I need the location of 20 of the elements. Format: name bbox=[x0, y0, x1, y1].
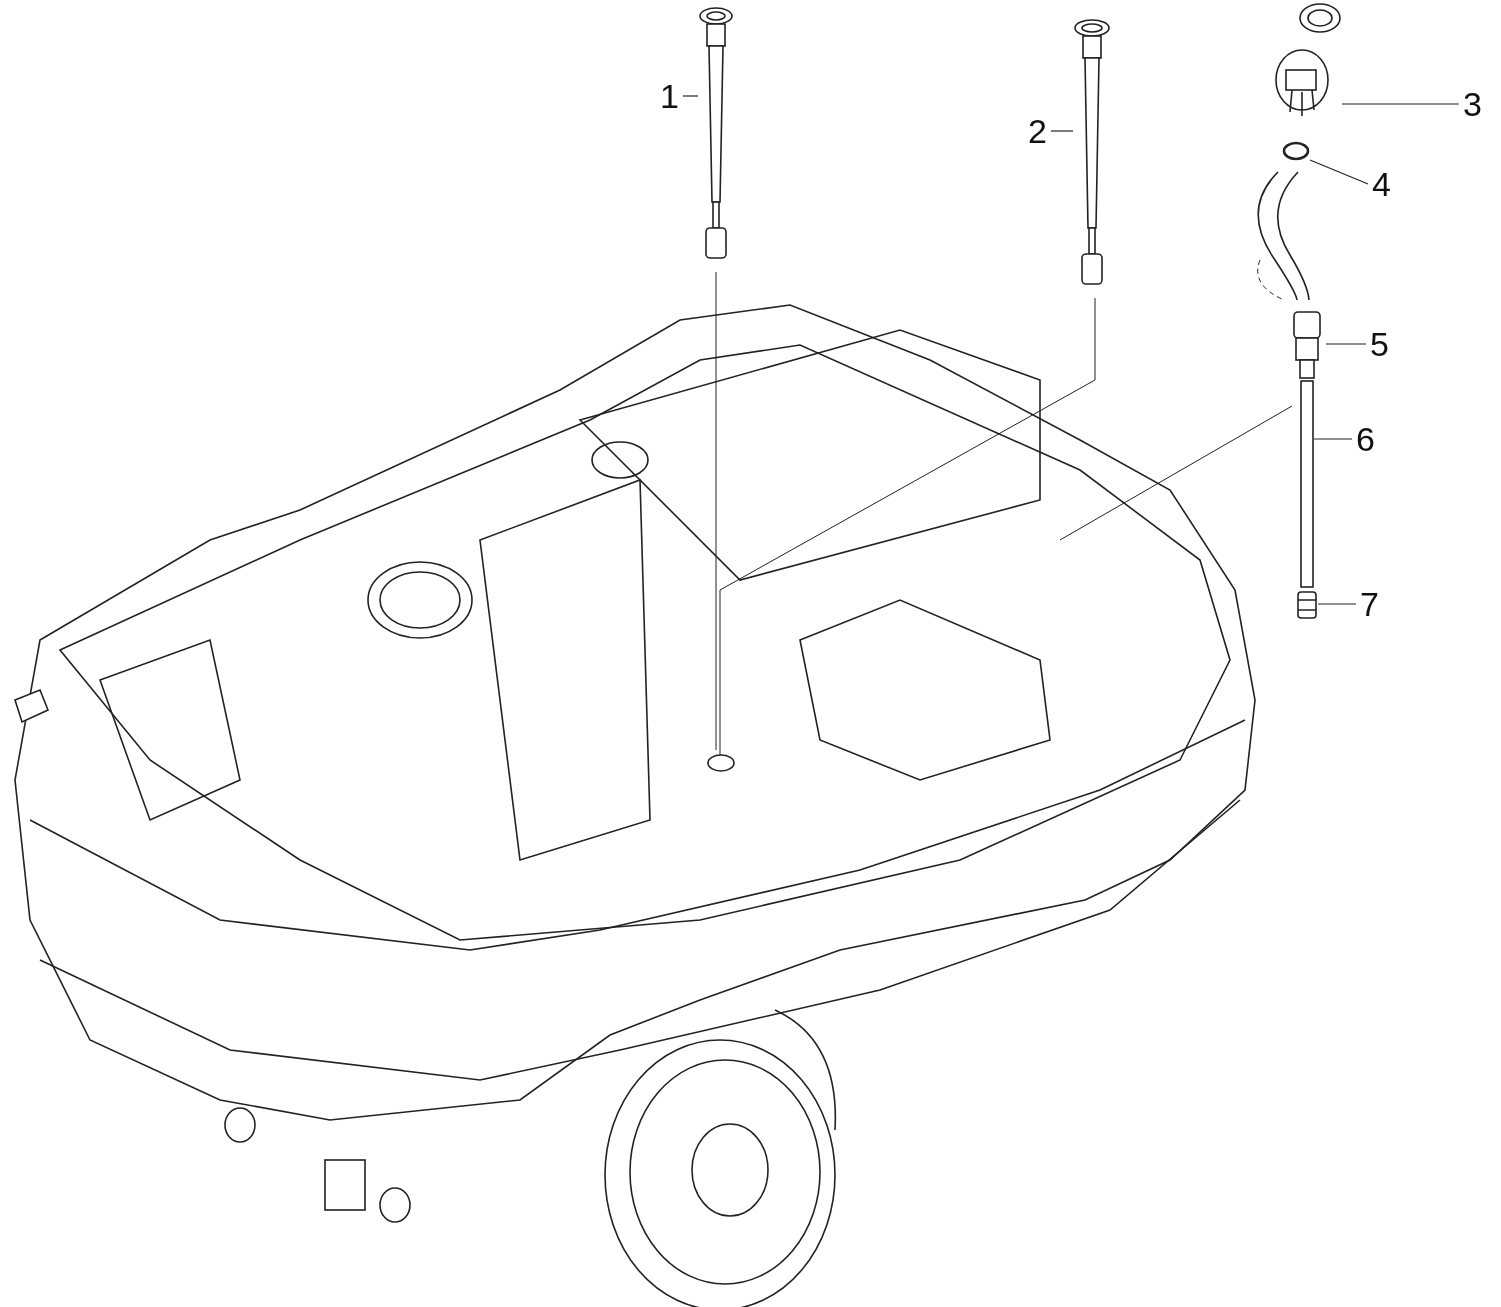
cap-drawing bbox=[1272, 0, 1342, 118]
ring-drawing bbox=[1282, 140, 1310, 162]
callout-number: 5 bbox=[1370, 326, 1389, 362]
end-cap-drawing bbox=[1296, 590, 1318, 620]
leader-line bbox=[1325, 343, 1367, 345]
leader-line bbox=[1317, 603, 1357, 605]
rod-drawing bbox=[1300, 380, 1314, 588]
callout-number: 7 bbox=[1360, 586, 1379, 622]
tube-drawing bbox=[1073, 18, 1111, 288]
callout-number: 3 bbox=[1463, 86, 1482, 122]
callout-number: 6 bbox=[1356, 421, 1375, 457]
callout-number: 1 bbox=[660, 78, 679, 114]
callout-number: 2 bbox=[1028, 113, 1047, 149]
leader-line bbox=[1309, 159, 1369, 185]
leader-line bbox=[682, 95, 699, 97]
leader-line bbox=[1341, 103, 1460, 105]
callout-number: 4 bbox=[1372, 166, 1391, 202]
leader-line bbox=[1313, 438, 1353, 440]
leader-line bbox=[1050, 130, 1074, 132]
tube-drawing bbox=[698, 6, 734, 262]
